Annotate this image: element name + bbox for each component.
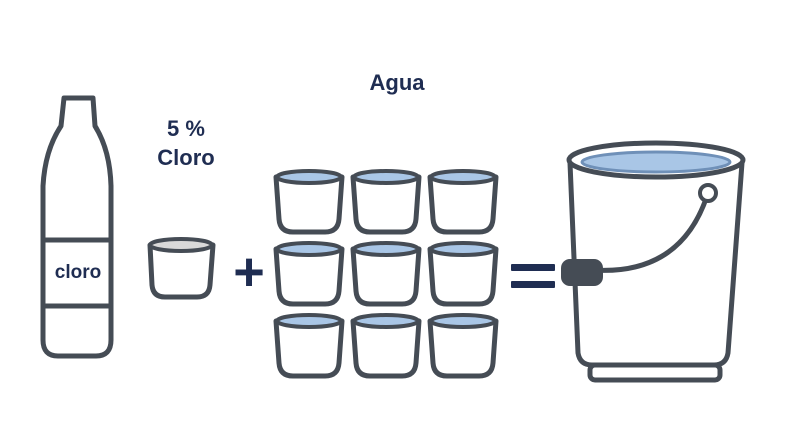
bucket-handle-grip [561,259,603,286]
water-cup-icon [273,241,345,307]
water-cup-icon [427,169,499,235]
water-title: Agua [370,70,426,95]
chlorine-cup-icon [147,237,216,300]
bottle-label: cloro [55,262,101,283]
plus-sign: + [233,242,265,302]
percent-label: 5 % [167,116,205,141]
bucket-icon [561,140,746,383]
water-cup-icon [350,169,422,235]
water-cup-icon [273,313,345,379]
water-cup-icon [350,313,422,379]
water-cup-icon [350,241,422,307]
equals-sign [511,264,555,288]
water-cup-icon [273,169,345,235]
water-cup-icon [427,313,499,379]
water-cups-grid [273,169,499,379]
water-cup-icon [427,241,499,307]
chlorine-label: Cloro [157,145,214,170]
bleach-bottle-icon: cloro [40,95,114,359]
